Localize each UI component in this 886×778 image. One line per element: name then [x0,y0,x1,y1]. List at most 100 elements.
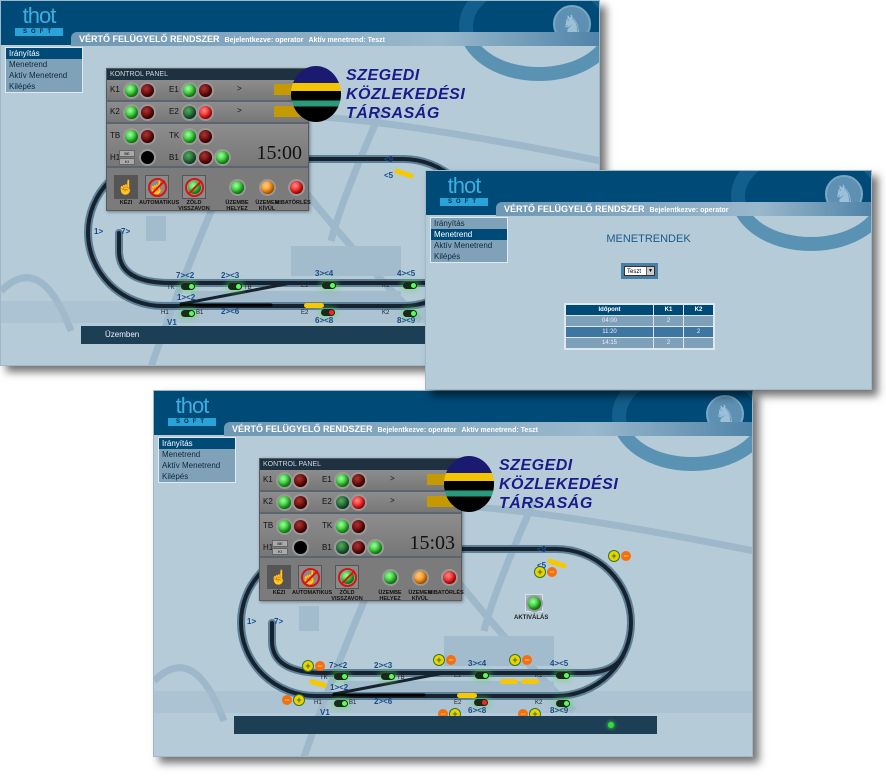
k1-green-light[interactable] [278,474,291,487]
plus-icon[interactable]: + [530,709,540,719]
tb-green-light[interactable] [125,130,138,143]
menu-item-schedule[interactable]: Menetrend [162,450,201,459]
commission-button[interactable] [384,571,397,584]
error-clear-button[interactable] [290,181,303,194]
occupied-segment [521,679,539,684]
green-revoke-button[interactable] [335,565,359,589]
plus-icon[interactable]: + [434,655,444,665]
menu-item-control[interactable]: Irányítás [434,219,465,228]
tb-green-light[interactable] [278,520,291,533]
signal-icon[interactable] [381,673,395,680]
logged-in-text: Bejelentkezve: operator [649,207,729,214]
signal-icon[interactable] [475,672,489,679]
e2-green-light[interactable] [336,496,349,509]
k2-green-light[interactable] [278,496,291,509]
chevron-down-icon[interactable]: ▼ [646,267,654,275]
ki-button[interactable]: KI [119,158,135,165]
track-label: 2><6 [374,697,393,706]
b1-green-light[interactable] [336,541,349,554]
menu-item-logout[interactable]: Kilépés [9,82,36,91]
b1-green-light[interactable] [183,151,196,164]
tb-red-light[interactable] [294,520,307,533]
tk-red-light[interactable] [352,520,365,533]
signal-red-icon[interactable] [321,309,335,316]
minus-icon[interactable]: − [446,655,456,665]
b1-green2-light[interactable] [369,541,382,554]
menu-item-control[interactable]: Irányítás [6,48,82,59]
plus-icon[interactable]: + [294,695,304,705]
be-button[interactable]: BE [272,540,288,547]
tk-green-light[interactable] [336,520,349,533]
e2-red-light[interactable] [352,496,365,509]
e1-green-light[interactable] [183,84,196,97]
out-of-service-button[interactable] [261,181,274,194]
error-clear-button[interactable] [443,571,456,584]
schedule-select[interactable]: Teszt▼ [621,263,658,279]
signal-icon[interactable] [334,700,348,707]
signal-icon[interactable] [403,310,417,317]
k2-red-light[interactable] [294,496,307,509]
menu-item-schedule[interactable]: Menetrend [9,60,48,69]
menu-item-schedule[interactable]: Menetrend [431,229,507,240]
signal-icon[interactable] [403,282,417,289]
manual-button[interactable]: ☝ [114,175,138,199]
automatic-button[interactable]: ☝ [298,565,322,589]
ki-button[interactable]: KI [272,548,288,555]
green-revoke-button[interactable] [182,175,206,199]
activate-light[interactable] [528,597,541,610]
k1-red-light[interactable] [294,474,307,487]
signal-icon[interactable] [181,310,195,317]
plus-icon[interactable]: + [450,709,460,719]
track-label: 3><4 [468,659,487,668]
plus-icon[interactable]: + [609,551,619,561]
out-of-service-button[interactable] [414,571,427,584]
minus-icon[interactable]: − [518,709,528,719]
track-label: <9 [537,545,547,554]
menu-item-active-schedule[interactable]: Aktív Menetrend [434,241,493,250]
signal-icon[interactable] [322,282,336,289]
k2-red-light[interactable] [141,106,154,119]
menu-item-control[interactable]: Irányítás [159,438,235,449]
e2-red-light[interactable] [199,106,212,119]
menu-item-active-schedule[interactable]: Aktív Menetrend [9,71,68,80]
activate-button[interactable] [525,594,543,612]
signal-icon[interactable] [181,283,195,290]
plus-icon[interactable]: + [303,661,313,671]
b1-green2-light[interactable] [216,151,229,164]
manual-button[interactable]: ☝ [267,565,291,589]
tb-red-light[interactable] [141,130,154,143]
plus-icon[interactable]: + [535,567,545,577]
signal-icon[interactable] [228,283,242,290]
menu-item-active-schedule[interactable]: Aktív Menetrend [162,461,221,470]
platform [344,681,554,693]
automatic-button[interactable]: ☝ [145,175,169,199]
minus-icon[interactable]: − [522,655,532,665]
signal-red-icon[interactable] [474,699,488,706]
minus-icon[interactable]: − [282,695,292,705]
tk-red-light[interactable] [199,130,212,143]
minus-icon[interactable]: − [547,567,557,577]
e2-green-light[interactable] [183,106,196,119]
e1-green-light[interactable] [336,474,349,487]
h1-light [294,541,307,554]
menu-item-logout[interactable]: Kilépés [162,472,189,481]
menu-item-logout[interactable]: Kilépés [434,252,461,261]
commission-button[interactable] [231,181,244,194]
b1-red-light[interactable] [199,151,212,164]
signal-icon[interactable] [556,672,570,679]
e1-red-light[interactable] [352,474,365,487]
e1-red-light[interactable] [199,84,212,97]
be-button[interactable]: BE [119,150,135,157]
minus-icon[interactable]: − [315,661,325,671]
k2-green-light[interactable] [125,106,138,119]
tk-green-light[interactable] [183,130,196,143]
plus-icon[interactable]: + [510,655,520,665]
signal-icon[interactable] [334,673,348,680]
k1-red-light[interactable] [141,84,154,97]
signal-icon[interactable] [556,700,570,707]
b1-red-light[interactable] [352,541,365,554]
k1-green-light[interactable] [125,84,138,97]
minus-icon[interactable]: − [621,551,631,561]
minus-icon[interactable]: − [438,709,448,719]
